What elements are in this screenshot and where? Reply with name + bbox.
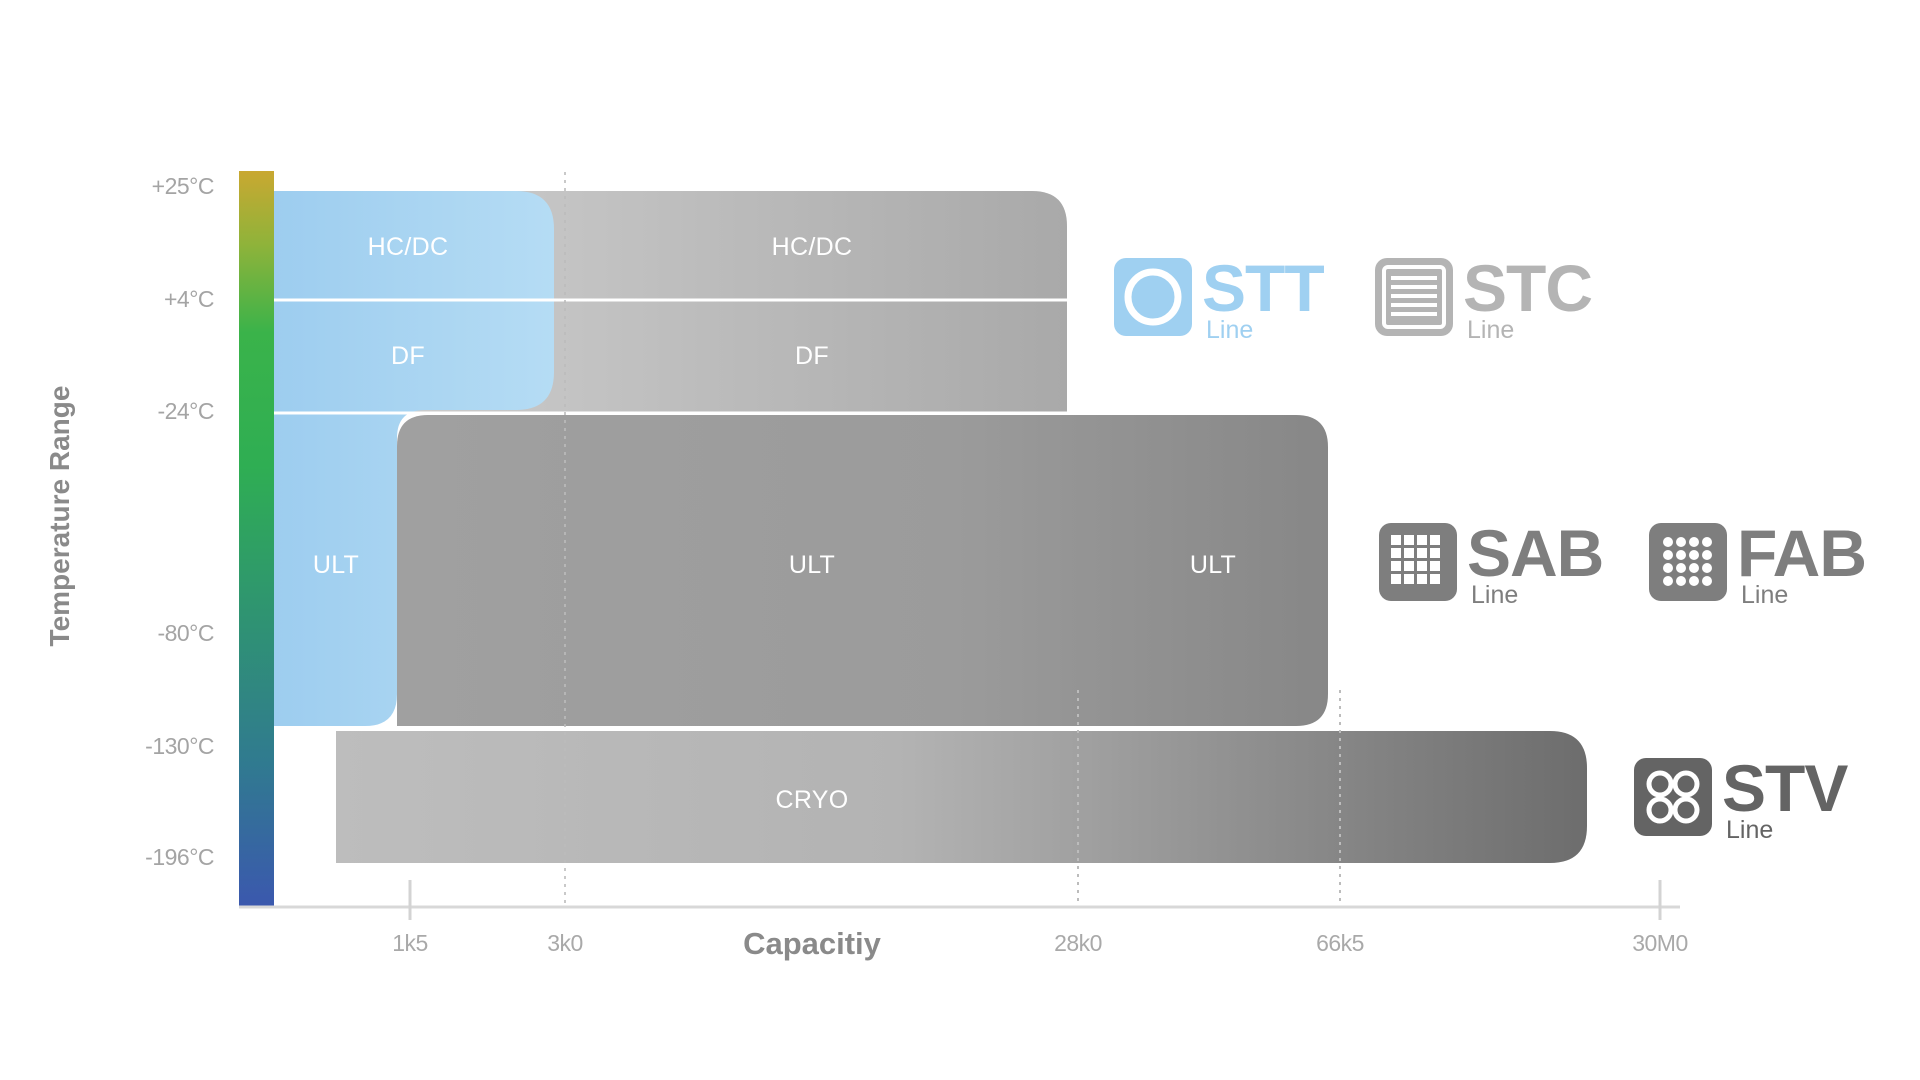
logo-name: STV [1722,751,1848,825]
logo-sub: Line [1726,816,1774,844]
logo-sub: Line [1741,581,1789,609]
logo-sub: Line [1467,316,1515,344]
ult-grey-band [397,415,1328,726]
square-grid-icon [1379,523,1457,601]
logo-name: STC [1463,251,1593,325]
x-tick-label: 28k0 [1054,930,1102,956]
stt-line-logo: STT Line [1114,251,1325,344]
stv-line-logo: STV Line [1634,751,1848,844]
x-tick-label: 3k0 [547,930,583,956]
y-tick-label: +25°C [151,173,215,199]
band-label-ult-right: ULT [1189,551,1237,579]
four-circles-icon [1634,758,1712,836]
band-label-cryo: CRYO [775,786,849,814]
band-label-hcdc-blue: HC/DC [367,233,449,261]
dot-grid-icon [1649,523,1727,601]
logo-sub: Line [1206,316,1254,344]
y-tick-label: +4°C [163,286,215,312]
fab-line-logo: FAB Line [1649,516,1867,609]
x-tick-label: 30M0 [1632,930,1688,956]
horizontal-lines-icon [1375,258,1453,336]
band-label-df-blue: DF [391,342,425,370]
logo-name: FAB [1737,516,1867,590]
stc-line-logo: STC Line [1375,251,1593,344]
cryo-band [336,731,1587,863]
x-tick-label: 66k5 [1316,930,1364,956]
band-label-hcdc-grey: HC/DC [771,233,853,261]
band-label-df-grey: DF [795,342,829,370]
blue-band [274,191,554,726]
sab-line-logo: SAB Line [1379,516,1604,609]
band-label-ult-center: ULT [788,551,836,579]
temperature-gradient-bar [239,171,274,907]
circle-icon [1114,258,1192,336]
logo-name: STT [1202,251,1325,325]
band-label-ult-blue: ULT [312,551,360,579]
logo-sub: Line [1471,581,1519,609]
y-tick-label: -130°C [145,733,214,759]
y-tick-label: -196°C [145,844,214,870]
logo-name: SAB [1467,516,1604,590]
y-tick-label: -80°C [157,620,214,646]
y-tick-label: -24°C [157,398,214,424]
x-tick-label: 1k5 [392,930,428,956]
x-axis-label: Capacitiy [743,926,881,961]
